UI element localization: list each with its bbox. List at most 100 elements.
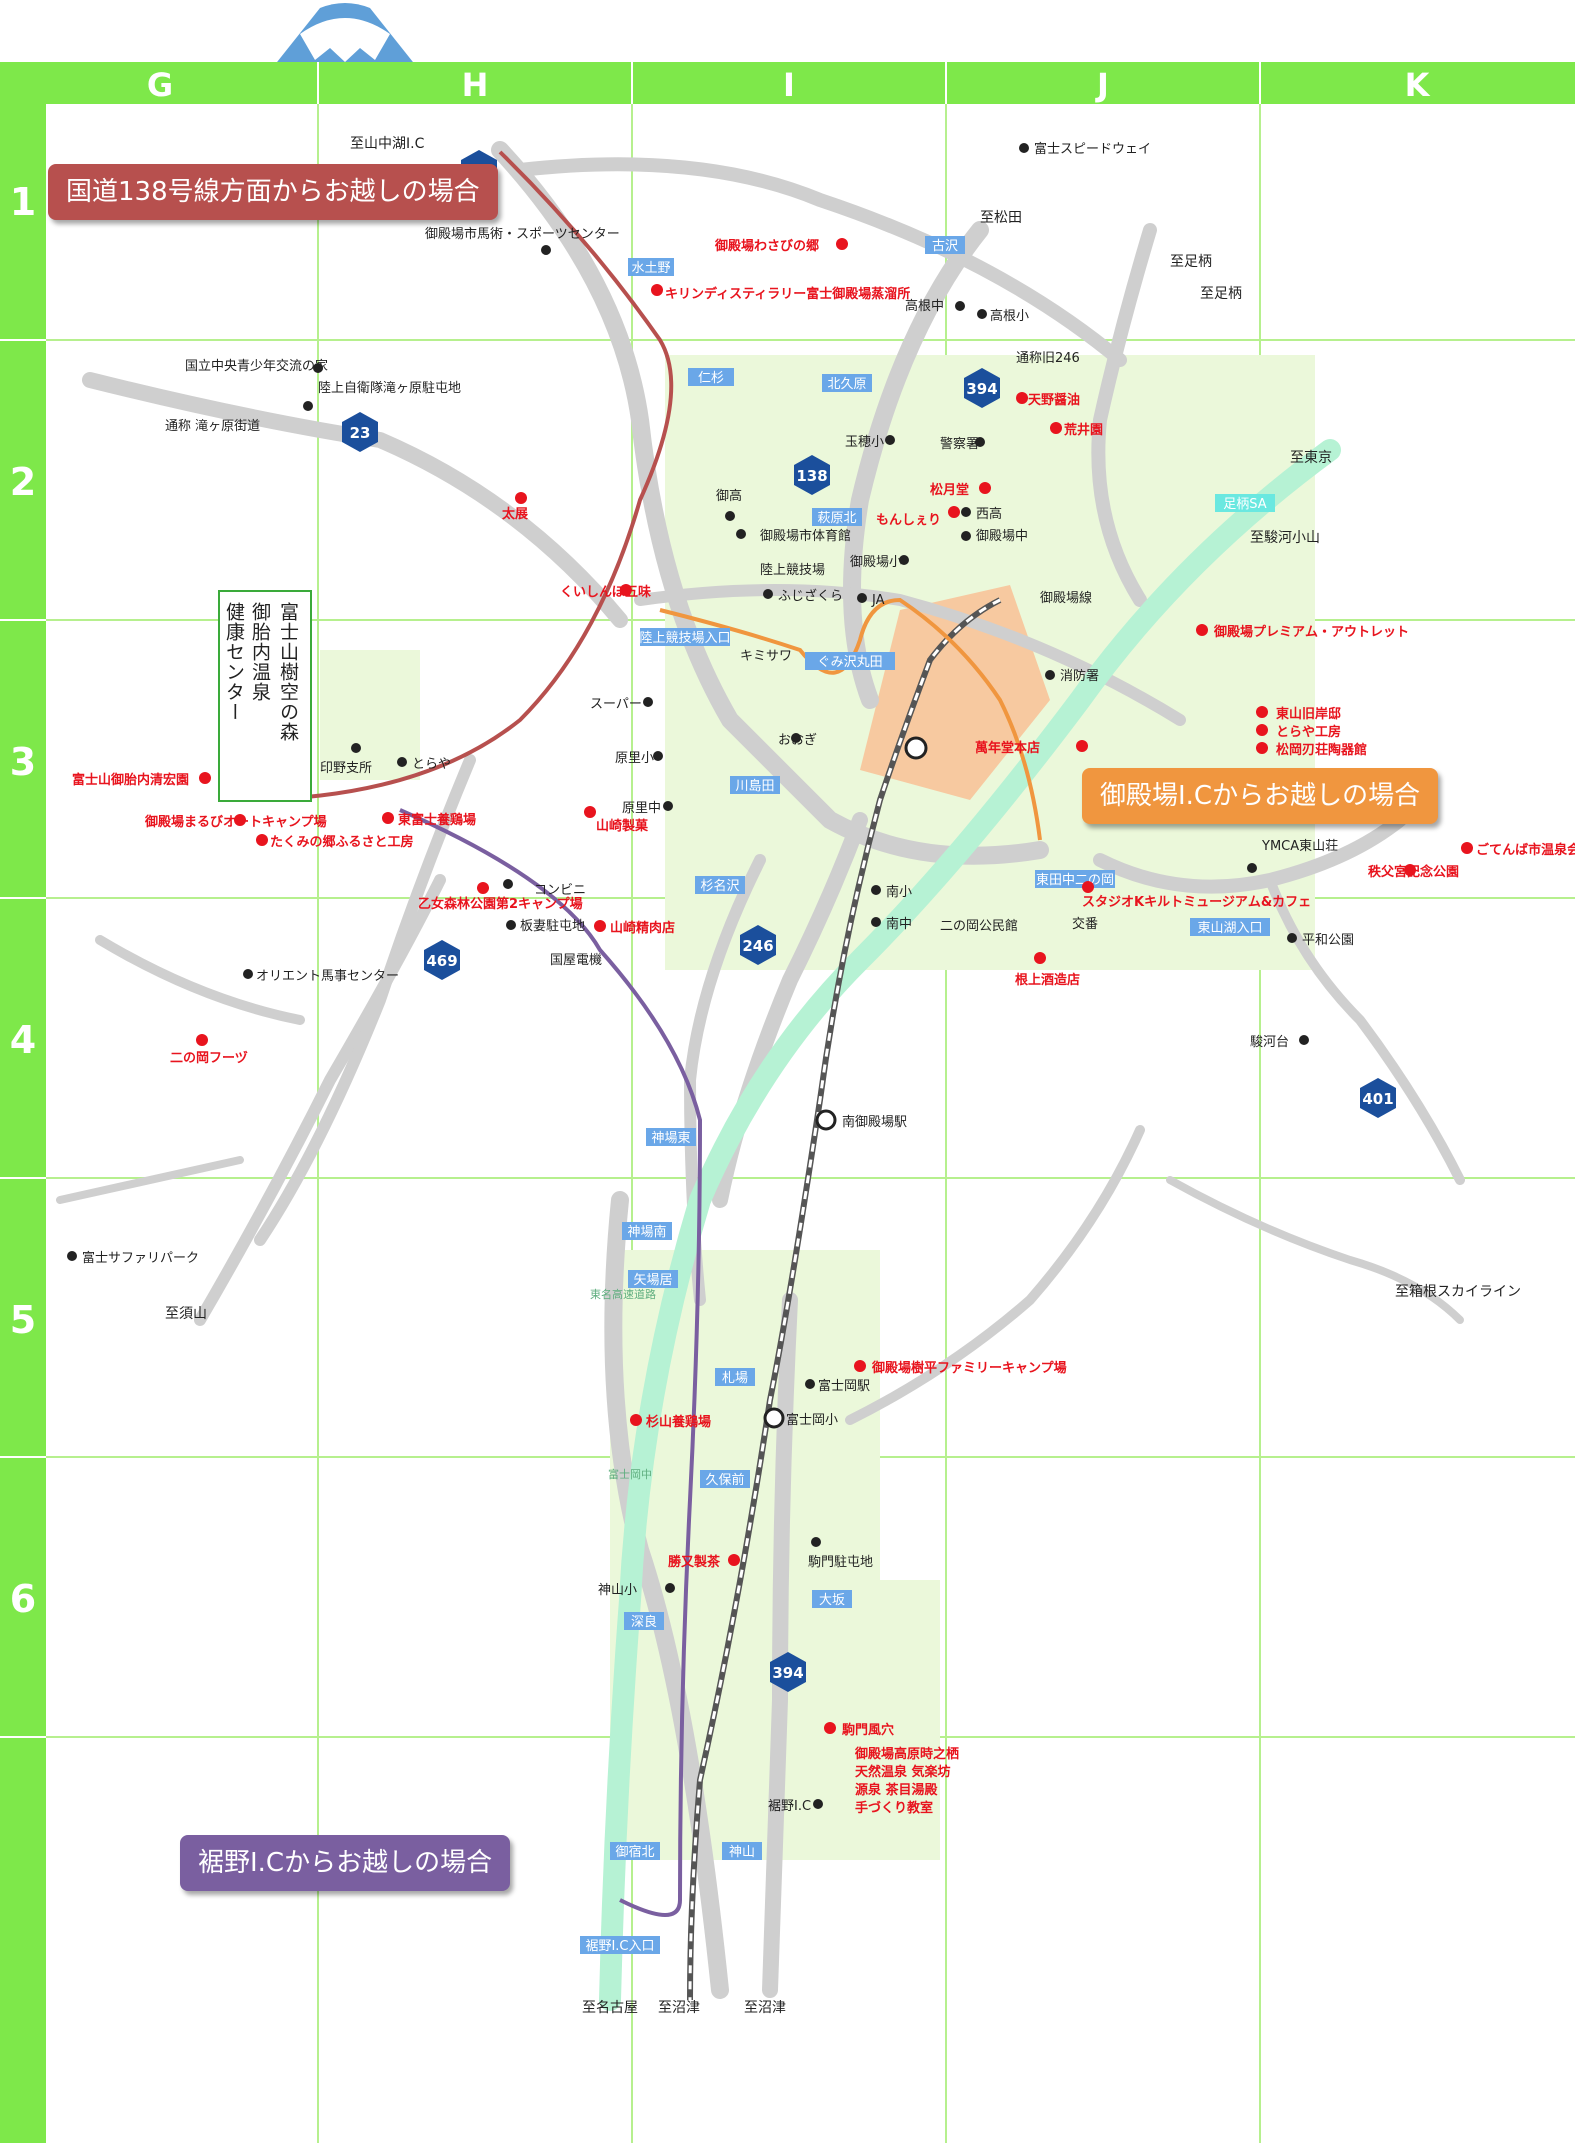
onsen-box-line2: 御胎内温泉: [249, 602, 271, 702]
gotemba-station-icon: [904, 736, 928, 760]
place-label: 山崎精肉店: [610, 920, 675, 936]
place-label: 陸上競技場: [760, 562, 825, 578]
place-label: 秩父宮記念公園: [1368, 864, 1459, 880]
route-138-line: [239, 150, 674, 802]
place-label: 山崎製菓: [596, 818, 649, 834]
intersection-label: 古沢: [932, 239, 958, 254]
intersection-label: 東山湖入口: [1197, 920, 1262, 936]
place-label: 交番: [1072, 916, 1098, 932]
place-label: 松岡刃荘陶器館: [1276, 742, 1367, 758]
place-label: 御殿場線: [1040, 590, 1092, 606]
stations: 富士岡小: [763, 736, 928, 1429]
place-label: 二の岡公民館: [940, 919, 1018, 934]
shield-401-icon: 401: [1360, 1078, 1396, 1118]
place-label: 印野支所: [320, 761, 372, 776]
intersection-label: 足柄SA: [1223, 497, 1266, 512]
intersection-label: 裾野I.C入口: [585, 1939, 654, 1954]
place-label: キミサワ: [740, 649, 792, 664]
place-label: 御殿場わさびの郷: [714, 238, 819, 254]
route-gotemba-line: [659, 597, 1042, 841]
place-label: 御高: [716, 488, 742, 504]
place-label: 萬年堂本店: [975, 740, 1040, 756]
grid-row-4: 4: [10, 1018, 36, 1062]
svg-text:至足柄: 至足柄: [1200, 286, 1242, 302]
place-label: キリンディスティラリー富士御殿場蒸溜所: [665, 286, 910, 302]
place-label: 天然温泉 気楽坊: [855, 1764, 951, 1780]
place-label: 玉穂小: [845, 435, 884, 450]
shield-246-icon: 246: [740, 925, 776, 965]
intersection-label: 大坂: [819, 1593, 845, 1608]
svg-text:至山中湖I.C: 至山中湖I.C: [350, 136, 425, 152]
place-label: 太展: [501, 506, 529, 522]
black-places: 富士スピードウェイ 御殿場市馬術・スポーツセンター 高根中 高根小 通称旧246…: [67, 141, 1354, 1814]
place-label: 勝又製茶: [668, 1554, 721, 1570]
place-label: コンビニ: [534, 883, 586, 898]
place-label: 神山小: [598, 1583, 637, 1598]
place-label: くいしんぼ五味: [560, 584, 651, 600]
grid-col-I: I: [783, 66, 795, 104]
place-label: 富士岡小: [786, 1412, 838, 1428]
roads: [56, 141, 1465, 1999]
place-label: 原里中: [622, 801, 661, 816]
place-label: 富士サファリパーク: [82, 1250, 199, 1266]
place-label: YMCA東山荘: [1261, 838, 1338, 854]
place-label: スタジオKキルトミュージアム&カフェ: [1082, 895, 1311, 910]
intersection-label: 東田中二の岡: [1036, 872, 1114, 888]
intersection-label: 神山: [729, 1845, 755, 1860]
shield-23-icon: 23: [342, 412, 378, 452]
place-label: JA: [871, 593, 885, 608]
place-label: 南小: [886, 884, 912, 900]
svg-text:469: 469: [426, 952, 457, 970]
svg-text:138: 138: [796, 467, 827, 485]
onsen-box-line1: 富士山樹空の森: [277, 602, 299, 742]
grid-col-J: J: [1095, 66, 1109, 104]
grid-row-3: 3: [10, 740, 36, 784]
place-label: 原里小: [615, 751, 654, 766]
place-label: もんしぇり: [876, 513, 941, 528]
place-label: 通称 滝ヶ原街道: [165, 419, 260, 434]
intersection-label: 御宿北: [615, 1844, 654, 1860]
intersection-label: ぐみ沢丸田: [817, 655, 882, 670]
grid-row-2: 2: [10, 460, 36, 504]
svg-text:至駿河小山: 至駿河小山: [1250, 530, 1320, 546]
place-label: 平和公園: [1302, 933, 1354, 948]
place-label: 通称旧246: [1016, 351, 1080, 366]
grid-col-K: K: [1405, 66, 1431, 104]
svg-text:246: 246: [742, 937, 773, 955]
intersection-label: 神場南: [627, 1224, 666, 1240]
svg-text:至足柄: 至足柄: [1170, 254, 1212, 270]
place-label: 高根中: [905, 298, 944, 314]
place-label: とらや工房: [1276, 724, 1341, 740]
onsen-box-line3: 健康センター: [223, 602, 245, 722]
shield-469-icon: 469: [424, 940, 460, 980]
intersection-label: 水土野: [631, 261, 670, 276]
place-label: 富士山御胎内清宏園: [72, 772, 189, 788]
place-label: 南御殿場駅: [842, 1114, 907, 1130]
place-label: 御殿場市体育館: [760, 528, 851, 544]
place-label: 二の岡フーヅ: [170, 1050, 248, 1066]
place-label: 東富士養鶏場: [398, 812, 476, 828]
place-label: 富士岡中: [608, 1467, 652, 1481]
intersection-label: 川島田: [735, 779, 774, 794]
place-label: 御殿場小: [850, 555, 902, 570]
place-label: 根上酒造店: [1015, 972, 1080, 988]
gotemba-ic-callout: 御殿場I.Cからお越しの場合: [1082, 768, 1439, 824]
place-label: 西高: [976, 506, 1002, 522]
svg-text:至須山: 至須山: [165, 1306, 207, 1322]
susono-ic-callout: 裾野I.Cからお越しの場合: [180, 1835, 511, 1891]
place-label: おおぎ: [778, 733, 817, 748]
place-label: 国屋電機: [550, 953, 602, 968]
place-label: とらや: [412, 757, 451, 772]
grid-col-H: H: [462, 66, 489, 104]
place-label: オリエント馬事センター: [256, 969, 399, 984]
place-label: 杉山養鶏場: [646, 1414, 711, 1430]
fujioka-station-icon: [763, 1407, 785, 1429]
intersection-label: 久保前: [705, 1472, 744, 1488]
place-label: スーパー: [590, 697, 642, 712]
onsen-highlight-box: 富士山樹空の森 御胎内温泉 健康センター: [218, 590, 312, 802]
place-label: 駒門風穴: [841, 1722, 894, 1738]
railway-gotemba-line: [687, 597, 1002, 2001]
place-label: 荒井園: [1063, 422, 1103, 438]
red-places: 御殿場わさびの郷 キリンディスティラリー富士御殿場蒸溜所 天野醤油 荒井園 松月…: [72, 238, 1575, 1816]
